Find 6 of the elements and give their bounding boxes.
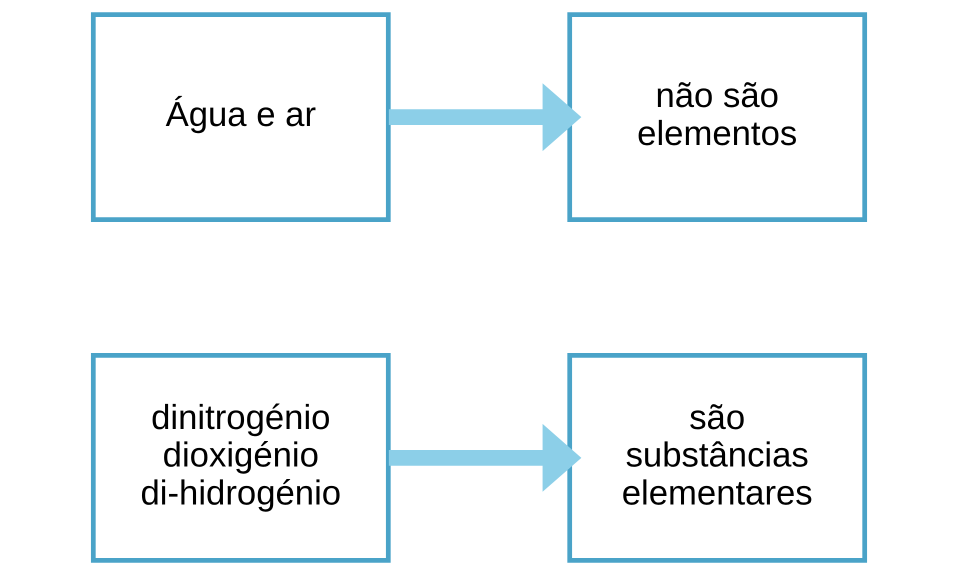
- node-box: Água e ar: [90, 12, 391, 222]
- node-box: são substâncias elementares: [567, 352, 868, 563]
- arrow: [388, 424, 582, 492]
- node-box: não são elementos: [567, 12, 868, 222]
- arrow: [388, 83, 582, 152]
- node-box: dinitrogénio dioxigénio di-hidrogénio: [90, 352, 391, 563]
